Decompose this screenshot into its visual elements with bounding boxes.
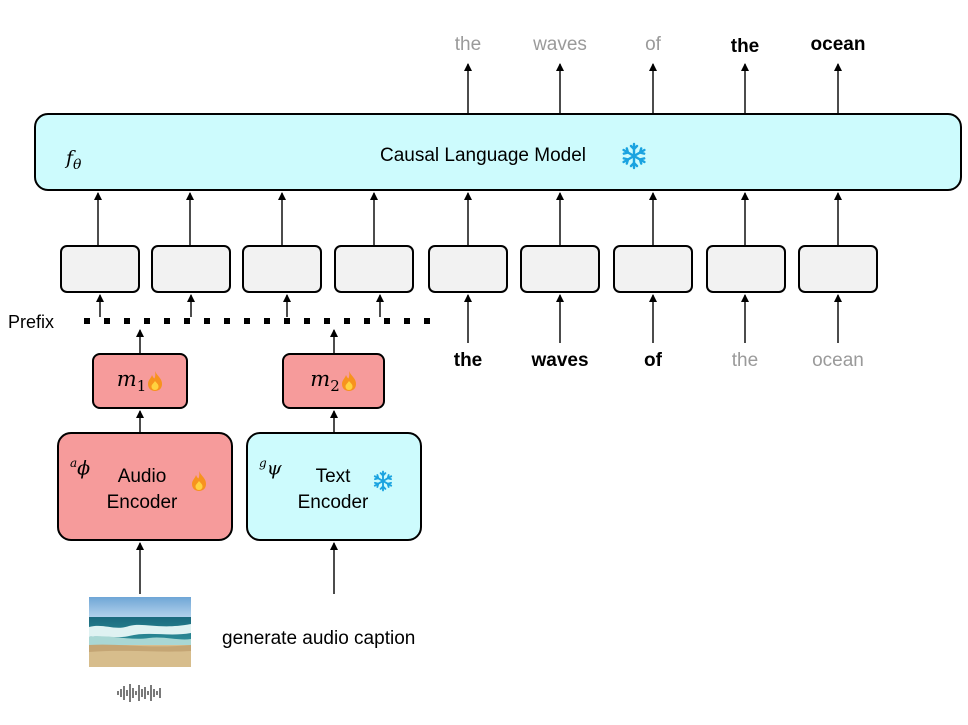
token-embedding-box	[334, 245, 414, 293]
mapper-m1-label: m1	[116, 366, 147, 396]
token-embedding-box	[613, 245, 693, 293]
output-word-5: ocean	[810, 34, 866, 55]
output-word-1: the	[454, 34, 482, 55]
causal-language-model-box	[34, 113, 962, 191]
token-embedding-box	[706, 245, 786, 293]
token-embedding-box	[60, 245, 140, 293]
input-word-2: waves	[531, 350, 589, 371]
audio-encoder-label: Audio Encoder	[106, 466, 178, 513]
token-embedding-box	[520, 245, 600, 293]
token-embedding-box	[428, 245, 508, 293]
input-word-4: the	[731, 350, 759, 371]
input-word-3: of	[644, 350, 662, 371]
output-word-3: of	[645, 34, 661, 55]
input-word-5: ocean	[812, 350, 864, 371]
flame-icon	[341, 371, 356, 391]
snowflake-icon	[373, 470, 393, 492]
mapper-m1-box: m1	[92, 353, 188, 409]
flame-icon	[192, 471, 206, 491]
snowflake-icon	[620, 142, 648, 175]
flame-icon	[148, 371, 163, 391]
token-embedding-box	[798, 245, 878, 293]
prefix-label: Prefix	[8, 312, 55, 332]
prompt-text: generate audio caption	[222, 628, 416, 649]
text-encoder-label: Text Encoder	[297, 466, 369, 513]
ocean-audio-thumbnail	[89, 597, 191, 667]
output-word-2: waves	[533, 34, 587, 55]
text-encoder-symbol: gψ	[259, 456, 282, 480]
lm-title: Causal Language Model	[380, 145, 586, 166]
mapper-m2-box: m2	[282, 353, 385, 409]
output-word-4: the	[730, 36, 760, 57]
token-embedding-box	[151, 245, 231, 293]
mapper-m2-label: m2	[310, 366, 340, 396]
input-word-1: the	[453, 350, 483, 371]
text-encoder-box	[246, 432, 422, 541]
token-embedding-box	[242, 245, 322, 293]
audio-encoder-symbol: aϕ	[70, 456, 91, 480]
audio-waveform-icon	[117, 684, 161, 702]
lm-function-symbol: fθ	[66, 147, 82, 173]
